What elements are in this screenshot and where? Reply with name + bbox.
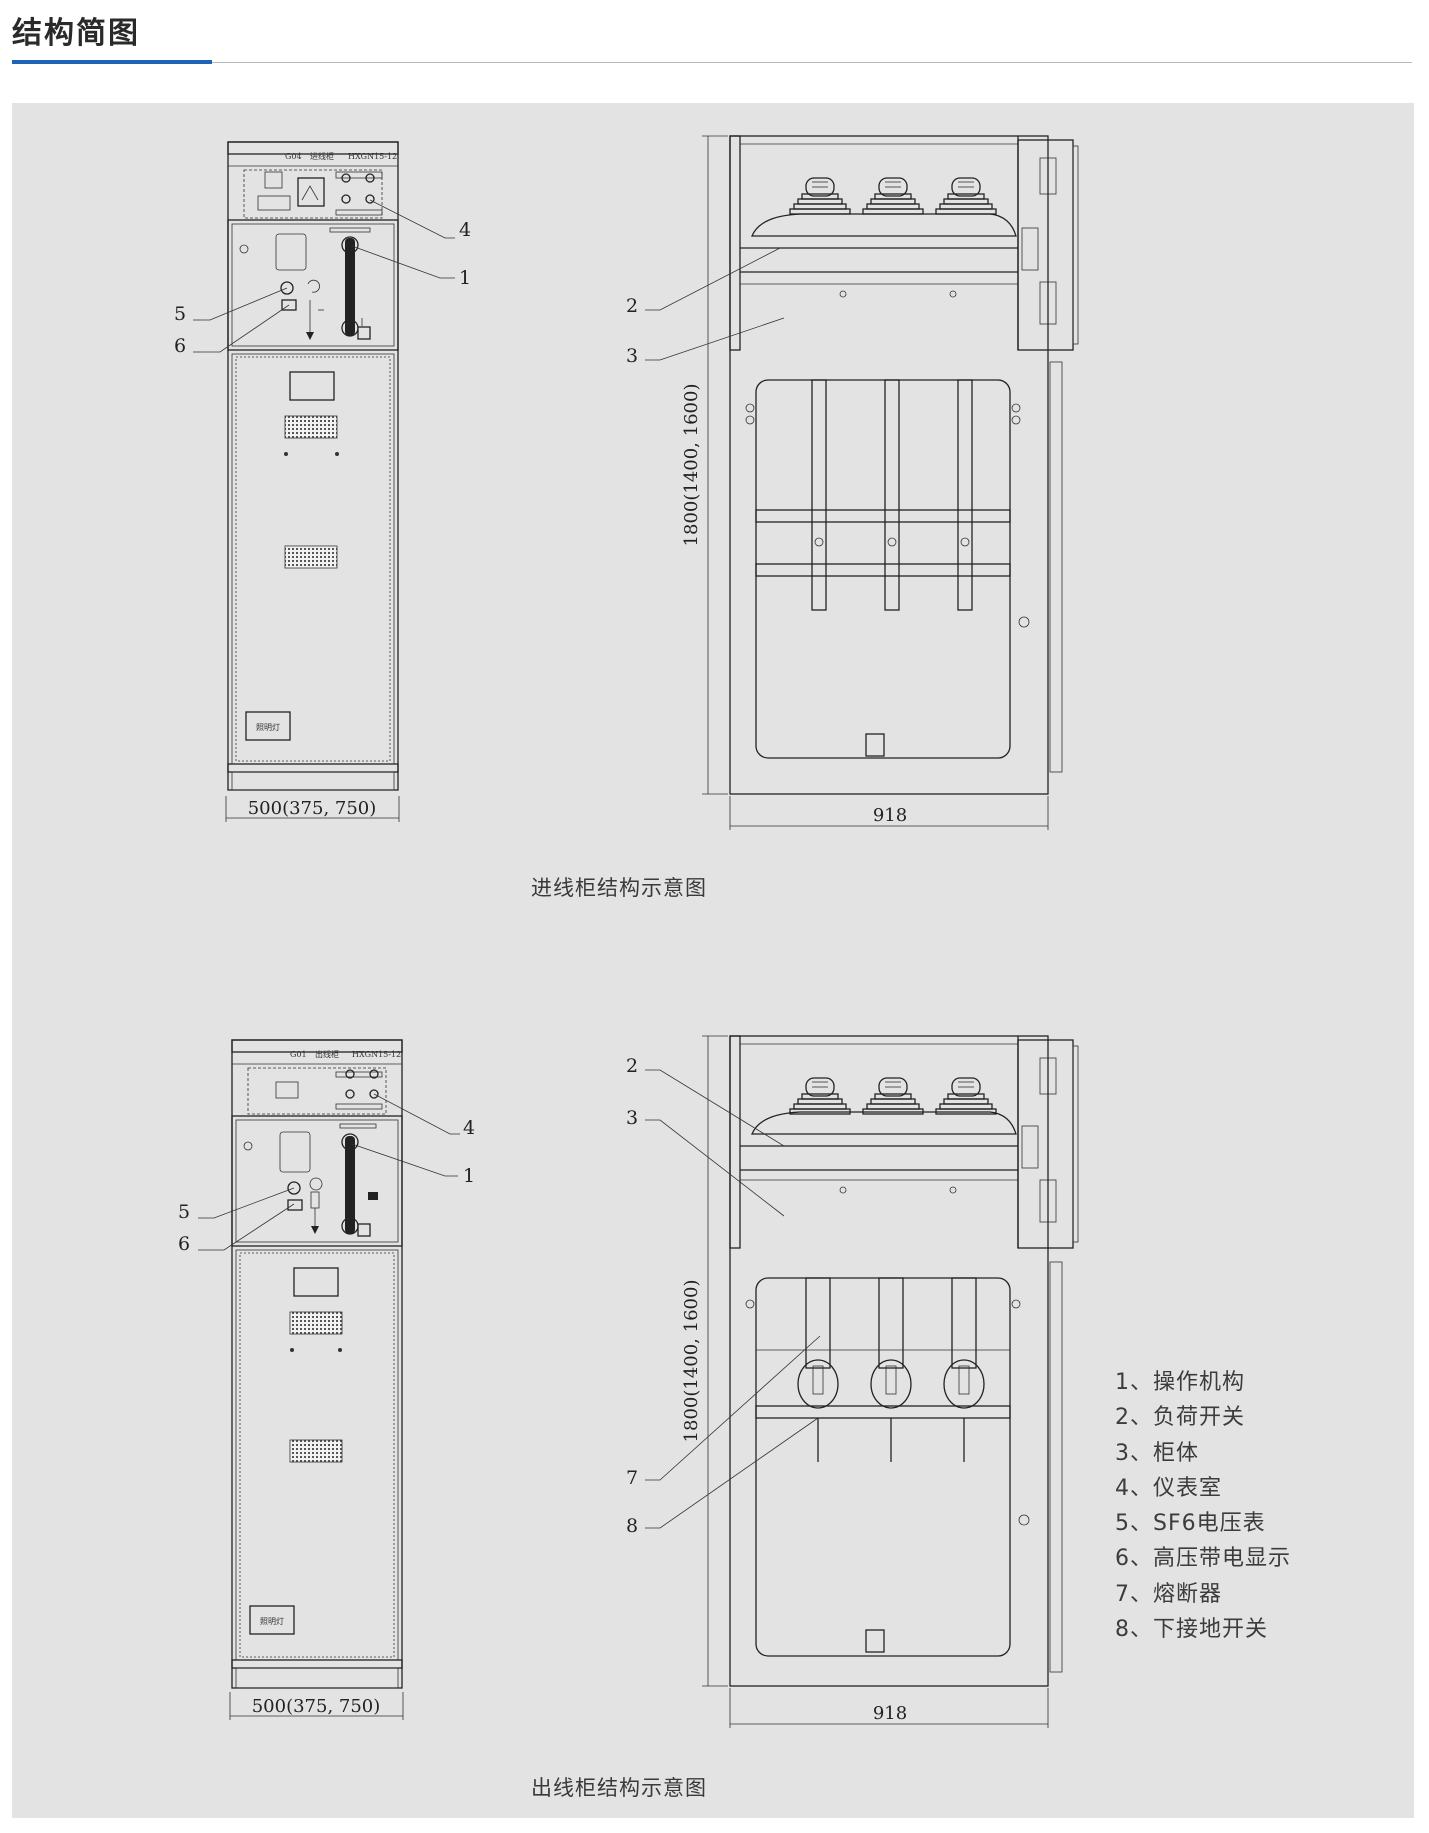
incoming-front-callouts: 4 1 5 6 [174,199,471,357]
outgoing-width-dimension: 500(375, 750) [229,1692,404,1720]
callout-5-incoming: 5 [174,303,186,325]
operating-handle [345,238,355,336]
incoming-height-label: 1800(1400, 1600) [681,384,702,547]
incoming-side-view [729,135,1079,795]
incoming-depth-label: 918 [873,805,907,826]
legend-item: 3、柜体 [1115,1440,1199,1466]
legend-item: 7、熔断器 [1115,1581,1222,1607]
incoming-nameplate-code: G04 [285,152,302,161]
callout-2-incoming: 2 [626,295,638,317]
callout-3-outgoing: 3 [626,1107,638,1129]
callout-1-outgoing: 1 [463,1165,475,1187]
incoming-depth-dimension: 918 [729,796,1049,830]
callout-8-outgoing: 8 [626,1515,638,1537]
legend-list: 1、操作机构 2、负荷开关 3、柜体 4、仪表室 5、SF6电压表 6、高压带电… [1115,1365,1291,1647]
callout-6-outgoing: 6 [178,1233,190,1255]
outgoing-front-view: G01 出线柜 HXGN15-12 照明灯 [231,1039,403,1689]
legend-item: 5、SF6电压表 [1115,1511,1266,1537]
incoming-lamp-label: 照明灯 [256,722,280,732]
incoming-caption: 进线柜结构示意图 [531,876,707,900]
outgoing-nameplate-model: HXGN15-12 [352,1050,401,1059]
incoming-nameplate-type: 进线柜 [310,151,334,161]
incoming-height-dimension: 1800(1400, 1600) [681,135,728,795]
callout-1-incoming: 1 [459,267,471,289]
callout-4-outgoing: 4 [463,1117,475,1139]
incoming-width-dimension: 500(375, 750) [225,796,400,822]
incoming-front-view: G04 进线柜 HXGN15-12 [227,141,399,791]
outgoing-height-label: 1800(1400, 1600) [681,1280,702,1443]
callout-7-outgoing: 7 [626,1467,638,1489]
callout-5-outgoing: 5 [178,1201,190,1223]
diagram-panel [12,103,1414,1818]
legend-item: 4、仪表室 [1115,1475,1222,1501]
callout-3-incoming: 3 [626,345,638,367]
outgoing-nameplate-type: 出线柜 [315,1049,339,1059]
outgoing-width-label: 500(375, 750) [252,1696,381,1717]
outgoing-side-callouts: 2 3 7 8 [626,1055,821,1537]
page-title: 结构简图 [12,16,140,51]
callout-6-incoming: 6 [174,335,186,357]
incoming-side-callouts: 2 3 [626,247,785,367]
outgoing-front-callouts: 4 1 5 6 [178,1093,475,1255]
incoming-width-label: 500(375, 750) [248,798,377,819]
callout-4-incoming: 4 [459,219,471,241]
outgoing-height-dimension: 1800(1400, 1600) [681,1035,728,1687]
legend-item: 8、下接地开关 [1115,1617,1268,1643]
legend-item: 6、高压带电显示 [1115,1546,1291,1572]
outgoing-depth-label: 918 [873,1703,907,1724]
title-accent-bar [12,60,212,64]
legend-item: 2、负荷开关 [1115,1405,1245,1431]
outgoing-depth-dimension: 918 [729,1688,1049,1728]
outgoing-caption: 出线柜结构示意图 [531,1776,707,1800]
outgoing-nameplate-code: G01 [290,1050,307,1059]
callout-2-outgoing: 2 [626,1055,638,1077]
legend-item: 1、操作机构 [1115,1370,1245,1395]
title-divider [12,62,1412,63]
operating-handle-outgoing [345,1136,355,1234]
outgoing-lamp-label: 照明灯 [260,1616,284,1626]
voltmeter-icon [297,177,325,207]
outgoing-side-view [729,1035,1079,1687]
incoming-nameplate-model: HXGN15-12 [348,152,397,161]
